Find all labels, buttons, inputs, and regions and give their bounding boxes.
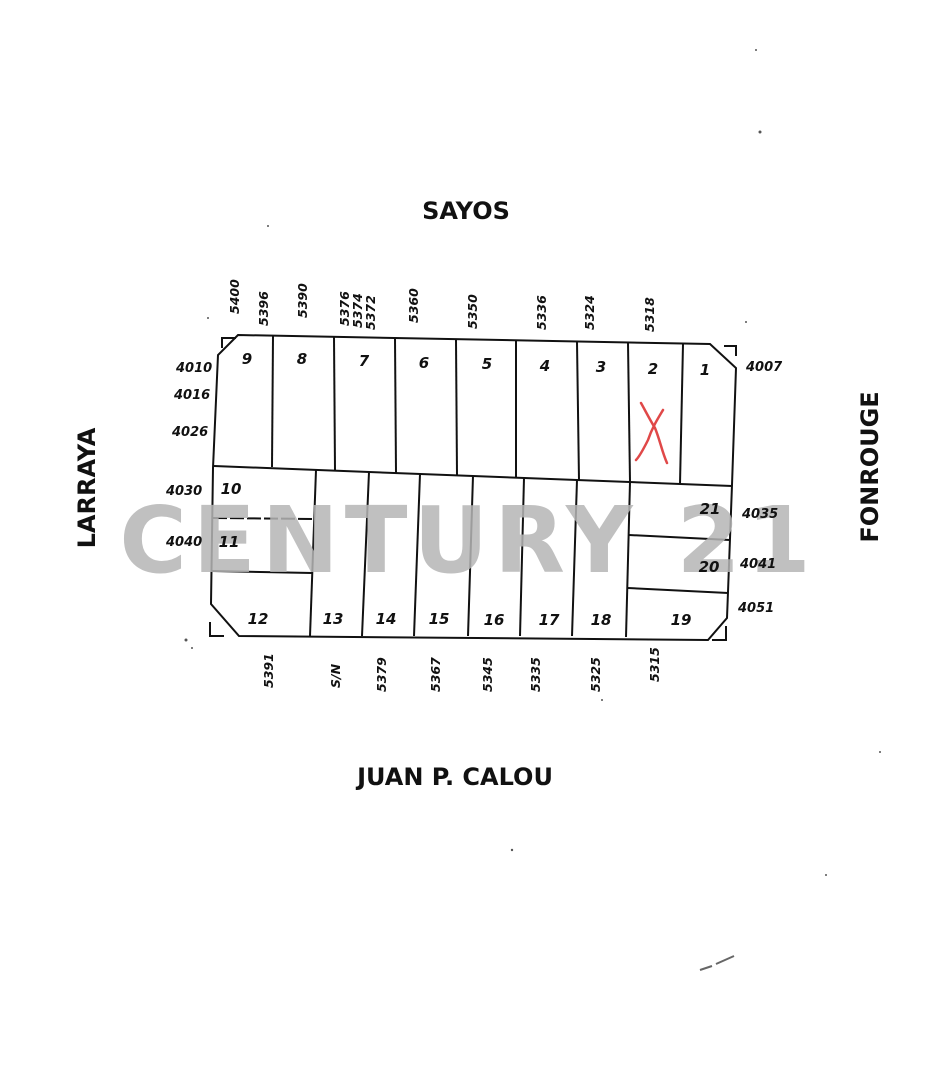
lot-13[interactable]: 13 (323, 610, 344, 628)
watermark: CENTURY 21 (119, 487, 816, 594)
lot-12[interactable]: 12 (248, 610, 269, 628)
west-addresses: 4010 4016 4026 4030 4040 (165, 361, 212, 550)
lot-3[interactable]: 3 (596, 358, 606, 376)
address-5336: 5336 (534, 295, 549, 330)
address-5400: 5400 (227, 279, 242, 314)
lot-6[interactable]: 6 (419, 354, 429, 372)
address-5324: 5324 (582, 295, 597, 330)
lot-14[interactable]: 14 (376, 610, 397, 628)
lot-numbers: 9 8 7 6 5 4 3 2 1 10 11 12 13 14 15 16 1… (219, 350, 721, 629)
address-5367: 5367 (428, 657, 443, 692)
address-5376: 5376 (337, 291, 352, 326)
address-4051: 4051 (737, 601, 774, 616)
address-5350: 5350 (465, 294, 480, 329)
address-4007: 4007 (745, 360, 783, 375)
address-5345: 5345 (480, 657, 495, 692)
lot-4[interactable]: 4 (539, 357, 550, 375)
lot-18[interactable]: 18 (591, 611, 612, 629)
address-5325: 5325 (588, 657, 603, 692)
lot-16[interactable]: 16 (484, 611, 505, 629)
scan-specks (184, 49, 881, 971)
lot-15[interactable]: 15 (429, 610, 450, 628)
address-4030: 4030 (165, 484, 202, 499)
street-label-east: FONROUGE (856, 391, 884, 542)
lot-19[interactable]: 19 (671, 611, 692, 629)
lot-8[interactable]: 8 (297, 350, 307, 368)
address-5391: 5391 (261, 653, 276, 688)
address-5372: 5372 (363, 295, 378, 330)
east-addresses: 4007 4035 4041 4051 (737, 360, 783, 616)
address-4010: 4010 (175, 361, 212, 376)
lot-7[interactable]: 7 (359, 352, 370, 370)
lot-2[interactable]: 2 (648, 360, 658, 378)
lot-11[interactable]: 11 (219, 533, 240, 551)
address-sn: S/N (328, 663, 343, 688)
south-addresses: 5391 S/N 5379 5367 5345 5335 5325 5315 (261, 647, 662, 692)
lot-9[interactable]: 9 (242, 350, 252, 368)
address-5374: 5374 (350, 293, 365, 328)
north-addresses: 5400 5396 5390 5376 5374 5372 5360 5350 … (227, 279, 657, 332)
lot-20[interactable]: 20 (699, 558, 720, 576)
street-label-south: JUAN P. CALOU (355, 763, 553, 791)
address-5379: 5379 (374, 657, 389, 692)
lot-21[interactable]: 21 (700, 500, 721, 518)
address-4040: 4040 (165, 535, 202, 550)
address-5390: 5390 (295, 283, 310, 318)
address-5335: 5335 (528, 657, 543, 692)
lot-5[interactable]: 5 (482, 355, 492, 373)
address-4016: 4016 (173, 388, 210, 403)
address-5318: 5318 (642, 297, 657, 332)
lot-1[interactable]: 1 (700, 361, 710, 379)
lot-10[interactable]: 10 (221, 480, 242, 498)
address-5315: 5315 (647, 647, 662, 682)
street-label-west: LARRAYA (73, 427, 101, 548)
block-outline (209, 333, 738, 642)
address-5396: 5396 (256, 291, 271, 326)
lot-17[interactable]: 17 (539, 611, 560, 629)
address-5360: 5360 (406, 288, 421, 323)
selected-lot-x-mark (634, 401, 669, 465)
lot-divisions (211, 335, 733, 638)
address-4041: 4041 (739, 557, 776, 572)
street-label-north: SAYOS (422, 197, 510, 225)
address-4026: 4026 (171, 425, 208, 440)
address-4035: 4035 (741, 507, 778, 522)
